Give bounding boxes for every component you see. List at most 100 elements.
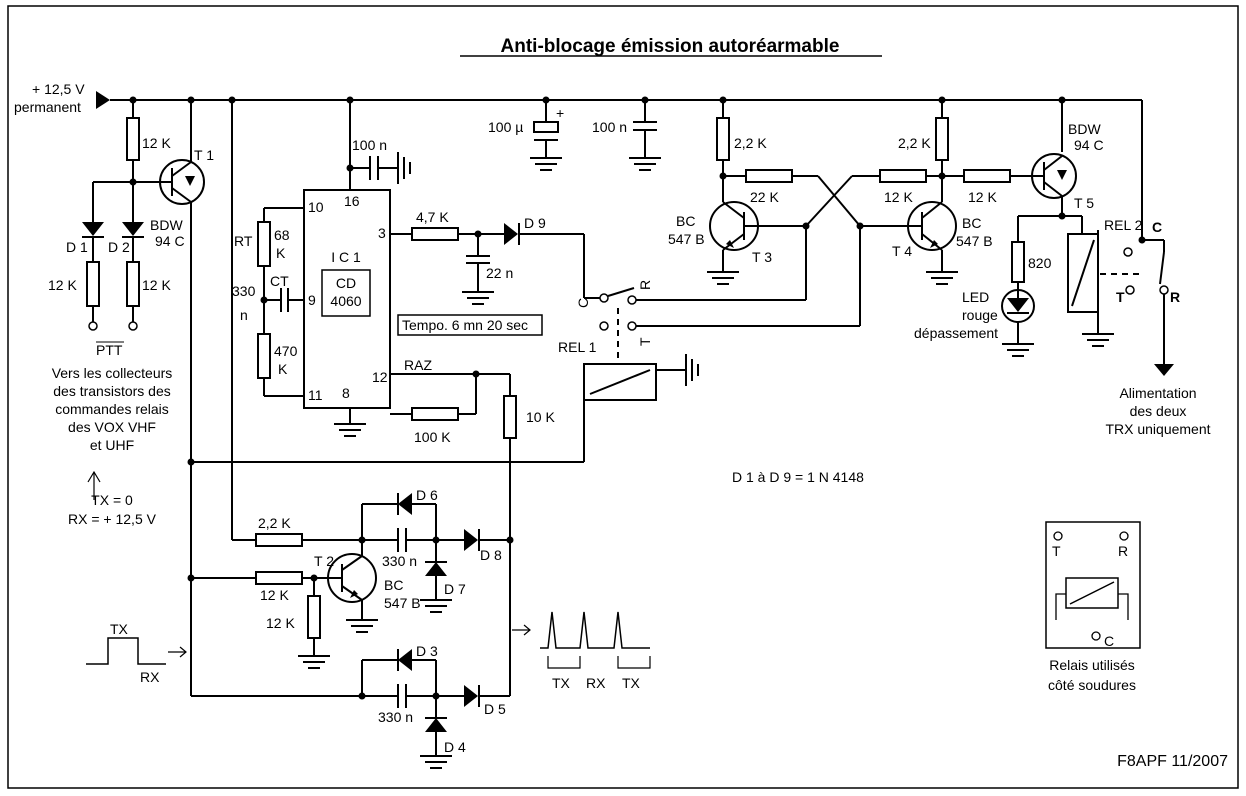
output-arrow-icon [1154, 364, 1174, 376]
output-section [1001, 100, 1174, 376]
r470-value-1: 470 [274, 343, 298, 359]
rel2-r-label: R [1170, 289, 1180, 305]
credit-label: F8APF 11/2007 [1117, 753, 1228, 770]
d2-label: D 2 [108, 239, 130, 255]
rel2-t-label: T [1116, 289, 1125, 305]
t2-type-1: BC [384, 577, 403, 593]
d1-label: D 1 [66, 239, 88, 255]
r10k-label: 10 K [526, 409, 555, 425]
alim-line-3: TRX uniquement [1105, 421, 1210, 437]
ct-value-2: n [240, 307, 248, 323]
rel1-section [187, 287, 860, 466]
diode-d5-icon [464, 685, 478, 707]
r12k-g-label: 12 K [266, 615, 295, 631]
ptt-label: PTT [96, 342, 123, 358]
c100u-label: 100 µ [488, 119, 523, 135]
up-arrow-icon [87, 470, 101, 483]
d4-label: D 4 [444, 739, 466, 755]
d3-label: D 3 [416, 643, 438, 659]
t5-type-1: BDW [1068, 121, 1101, 137]
relay-note-2: côté soudures [1048, 677, 1136, 693]
rt-label: RT [234, 233, 253, 249]
plus-label: + [556, 105, 564, 121]
supply-permanent-label: permanent [14, 99, 81, 115]
pin11-label: 11 [308, 387, 323, 403]
led-label-2: rouge [962, 307, 998, 323]
resistor-12k [126, 117, 140, 161]
pin10-label: 10 [308, 199, 324, 215]
ic1-type-2: 4060 [330, 293, 361, 309]
r470-value-2: K [278, 361, 288, 377]
led-label-1: LED [962, 289, 989, 305]
diode-d3-icon [398, 649, 412, 671]
t2-label: T 2 [314, 553, 334, 569]
supply-voltage-label: + 12,5 V [32, 81, 85, 97]
rel2-c-label: C [1152, 219, 1162, 235]
note-line-3: commandes relais [55, 401, 169, 417]
r2k2-b-label: 2,2 K [898, 135, 931, 151]
wave-rx-label: RX [586, 675, 606, 691]
t4-type-2: 547 B [956, 233, 993, 249]
output-waveform [512, 611, 651, 669]
diode-d7-icon [425, 562, 447, 576]
decoupling-caps [530, 100, 661, 171]
rt-value-1: 68 [274, 227, 290, 243]
ic1-type-1: CD [336, 275, 356, 291]
r2k2-a-label: 2,2 K [734, 135, 767, 151]
rel1-r-label: R [637, 280, 653, 290]
t4-label: T 4 [892, 243, 912, 259]
r-12k-c-label: 12 K [142, 277, 171, 293]
r100k-label: 100 K [414, 429, 451, 445]
pin9-label: 9 [308, 292, 316, 308]
r4k7-label: 4,7 K [416, 209, 449, 225]
r12k-d-label: 12 K [884, 189, 913, 205]
input-section [82, 100, 205, 696]
ic1-label: I C 1 [331, 249, 361, 265]
flip-flop [707, 100, 1032, 326]
diode-d8-icon [464, 529, 478, 551]
diagram-title: Anti-blocage émission autoréarmable [501, 36, 840, 57]
diode-d4-icon [425, 718, 447, 732]
diode-d9-icon [504, 223, 518, 245]
diode-d1-icon [82, 222, 104, 236]
diode-d6-icon [398, 493, 412, 515]
c22n-label: 22 n [486, 265, 513, 281]
pin12-label: 12 [372, 369, 388, 385]
d5-label: D 5 [484, 701, 506, 717]
relay-t-label: T [1052, 543, 1061, 559]
t3-type-1: BC [676, 213, 695, 229]
rx-label: RX = + 12,5 V [68, 511, 157, 527]
pin3-label: 3 [378, 225, 386, 241]
led-icon [1007, 298, 1029, 312]
c100n-b-label: 100 n [592, 119, 627, 135]
c330n-b-label: 330 n [378, 709, 413, 725]
note-line-2: des transistors des [53, 383, 171, 399]
r820-label: 820 [1028, 255, 1052, 271]
r-12k-b-label: 12 K [48, 277, 77, 293]
alim-line-1: Alimentation [1119, 385, 1196, 401]
note-line-5: et UHF [90, 437, 134, 453]
t1-type-1: BDW [150, 217, 183, 233]
ct-label: CT [270, 273, 289, 289]
rel1-t-label: T [637, 337, 653, 346]
input-rx-label: RX [140, 669, 160, 685]
relay-footprint [1045, 521, 1141, 649]
rt-value-2: K [276, 245, 286, 261]
pin8-label: 8 [342, 385, 350, 401]
t3-type-2: 547 B [668, 231, 705, 247]
input-tx-label: TX [110, 621, 129, 637]
retrigger-section [187, 493, 514, 769]
r2k2-c-label: 2,2 K [258, 515, 291, 531]
d7-label: D 7 [444, 581, 466, 597]
relay-r-label: R [1118, 543, 1128, 559]
t2-type-2: 547 B [384, 595, 421, 611]
tempo-box [397, 314, 543, 336]
led-label-3: dépassement [914, 325, 998, 341]
ct-value-1: 330 [232, 283, 256, 299]
tempo-label: Tempo. 6 mn 20 sec [402, 317, 528, 333]
wave-tx1-label: TX [552, 675, 571, 691]
t1-label: T 1 [194, 147, 214, 163]
relay-note-1: Relais utilisés [1049, 657, 1135, 673]
